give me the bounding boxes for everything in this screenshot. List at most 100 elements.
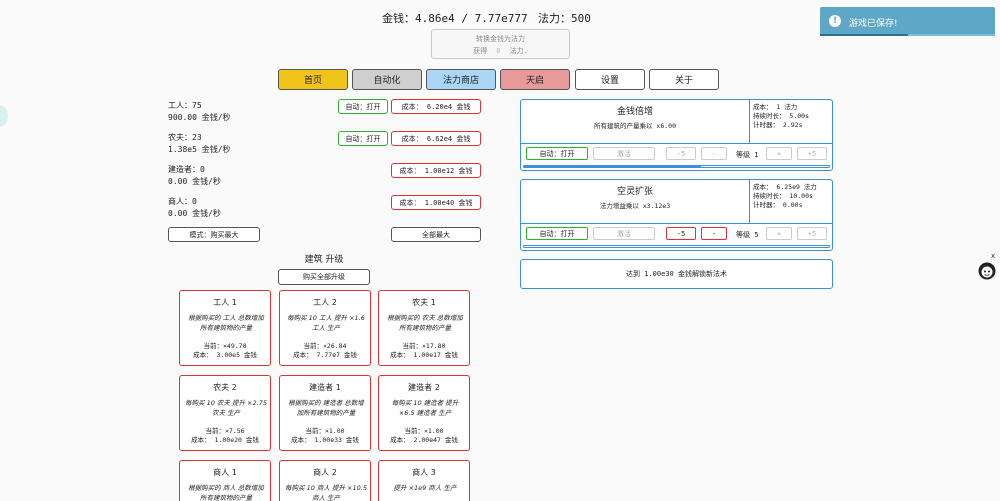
upgrades-title: 建筑 升级 xyxy=(304,255,344,265)
spell-level-minus-button[interactable]: - xyxy=(701,227,727,240)
upgrade-current: 当前：×1.00 xyxy=(404,427,444,435)
spell-level-minus5-button[interactable]: -5 xyxy=(666,147,696,160)
spell-level-minus-label: - xyxy=(711,229,717,238)
building-builder-rate: 0.00 金钱/秒 xyxy=(168,177,221,186)
helper-avatar-icon[interactable] xyxy=(978,262,996,280)
spell-level-value: 1 xyxy=(754,151,759,159)
building-farmer-cost-label: 成本： 6.62e4 金钱 xyxy=(401,134,471,143)
upgrade-current: 当前：×17.80 xyxy=(402,342,446,350)
close-icon[interactable]: x xyxy=(991,252,996,260)
building-farmer-auto-label: 自动：打开 xyxy=(345,134,381,143)
spell-divider xyxy=(749,180,750,223)
upgrade-name: 工人 1 xyxy=(213,298,237,307)
tab-apocalypse[interactable]: 天启 xyxy=(500,69,570,90)
buy-all-upgrades-button[interactable]: 购买全部升级 xyxy=(278,269,370,285)
spell-level-plus-button[interactable]: + xyxy=(766,147,792,160)
building-builder-cost-label: 成本： 1.00e12 金钱 xyxy=(399,166,473,175)
tab-apocalypse-label: 天启 xyxy=(525,76,544,86)
spell-timer: 计时器： 0.00s xyxy=(753,201,803,209)
upgrade-card[interactable]: 建造者 2 每购买 10 建造者 提升 ×6.5 建造者 生产 当前：×1.00… xyxy=(378,375,470,451)
building-worker-rate: 900.00 金钱/秒 xyxy=(168,113,231,122)
tab-home[interactable]: 首页 xyxy=(278,69,348,90)
spell-timer-bar xyxy=(523,165,830,168)
upgrade-cost: 成本： 2.00e47 金钱 xyxy=(390,436,458,444)
spell-level-plus5-label: +5 xyxy=(807,149,817,158)
spell-level-plus-button[interactable]: + xyxy=(766,227,792,240)
building-farmer-auto-button[interactable]: 自动：打开 xyxy=(338,131,388,146)
money-display: 金钱：4.86e4 / 7.77e777 xyxy=(382,10,528,26)
spell-timer-bar xyxy=(523,245,830,248)
upgrade-description: 根据购买的 农夫 总数增加所有建筑物的产量 xyxy=(387,314,463,332)
upgrade-description: 提升 ×1e9 商人 生产 xyxy=(393,484,457,492)
spell-divider xyxy=(521,143,832,144)
building-worker-auto-button[interactable]: 自动：打开 xyxy=(338,99,388,114)
convert-title: 转换金钱为法力 xyxy=(476,35,525,43)
spell-money-multiplier: 金钱倍增 所有建筑的产量乘以 x6.00 成本： 1 法力 持续时长： 5.00… xyxy=(520,99,833,171)
upgrade-current: 当前：×49.70 xyxy=(203,342,247,350)
spell-info: 成本： 6.25e9 法力 持续时长： 10.00s 计时器： 0.00s xyxy=(753,183,817,210)
upgrade-name: 商人 3 xyxy=(412,468,436,477)
spell-level: 等级 5 xyxy=(736,230,758,240)
spell-level-plus5-button[interactable]: +5 xyxy=(797,147,827,160)
info-icon: ! xyxy=(829,15,841,27)
spell-level-minus-label: - xyxy=(711,149,717,158)
upgrade-cost: 成本： 3.00e5 金钱 xyxy=(193,351,257,359)
tab-automation-label: 自动化 xyxy=(373,76,401,86)
spell-activate-button[interactable]: 激活 xyxy=(593,147,655,160)
spell-level-plus5-button[interactable]: +5 xyxy=(797,227,827,240)
upgrade-name: 工人 2 xyxy=(313,298,337,307)
spell-cost: 成本： 6.25e9 法力 xyxy=(753,183,817,191)
building-builder-buy-button[interactable]: 成本： 1.00e12 金钱 xyxy=(391,163,481,178)
spell-level-minus-button[interactable]: - xyxy=(701,147,727,160)
resource-header: 金钱：4.86e4 / 7.77e777 法力：500 xyxy=(0,10,1000,26)
building-merchant-buy-button[interactable]: 成本： 1.00e40 金钱 xyxy=(391,195,481,210)
save-toast[interactable]: ! 游戏已保存! xyxy=(820,7,995,36)
upgrade-cost: 成本： 1.00e17 金钱 xyxy=(390,351,458,359)
buy-all-max-label: 全部最大 xyxy=(422,230,450,239)
building-worker-auto-label: 自动：打开 xyxy=(345,102,381,111)
spell-auto-button[interactable]: 自动：打开 xyxy=(526,227,588,240)
spell-level-minus5-button[interactable]: -5 xyxy=(666,227,696,240)
upgrade-name: 农夫 2 xyxy=(213,383,237,392)
spell-description: 所有建筑的产量乘以 x6.00 xyxy=(594,122,676,130)
tab-settings[interactable]: 设置 xyxy=(575,69,645,90)
building-farmer-buy-button[interactable]: 成本： 6.62e4 金钱 xyxy=(391,131,481,146)
spell-level-plus-label: + xyxy=(776,149,782,158)
spell-divider xyxy=(749,100,750,143)
building-worker-count: 工人：75 xyxy=(168,101,202,110)
upgrade-description: 每购买 10 商人 提升 ×10.5 商人 生产 xyxy=(285,484,367,501)
upgrade-card[interactable]: 商人 2 每购买 10 商人 提升 ×10.5 商人 生产 xyxy=(279,460,371,501)
convert-gain-value: 0 xyxy=(496,47,501,55)
upgrade-card[interactable]: 商人 3 提升 ×1e9 商人 生产 xyxy=(378,460,470,501)
buy-mode-button[interactable]: 模式：购买最大 xyxy=(168,227,260,242)
upgrade-name: 建造者 1 xyxy=(309,383,341,392)
buy-all-max-button[interactable]: 全部最大 xyxy=(391,227,481,242)
building-farmer-count: 农夫：23 xyxy=(168,133,202,142)
spell-unlock-text: 达到 1.00e30 金钱解锁新法术 xyxy=(626,270,727,278)
convert-money-to-mana-button[interactable]: 转换金钱为法力 获得 0 法力. xyxy=(431,29,570,59)
spell-auto-button[interactable]: 自动：打开 xyxy=(526,147,588,160)
building-worker-buy-button[interactable]: 成本： 6.20e4 金钱 xyxy=(391,99,481,114)
money-value: 4.86e4 / 7.77e777 xyxy=(415,12,528,25)
tab-about[interactable]: 关于 xyxy=(649,69,719,90)
upgrade-cost: 成本： 1.00e33 金钱 xyxy=(291,436,359,444)
upgrade-name: 建造者 2 xyxy=(408,383,440,392)
building-merchant-count: 商人：0 xyxy=(168,197,197,206)
tab-mana-shop[interactable]: 法力商店 xyxy=(426,69,496,90)
upgrade-name: 农夫 1 xyxy=(412,298,436,307)
buy-mode-label: 模式：购买最大 xyxy=(189,230,239,239)
tab-mana-shop-label: 法力商店 xyxy=(442,76,479,86)
spell-timer: 计时器： 2.92s xyxy=(753,121,803,129)
upgrade-card[interactable]: 商人 1 根据购买的 商人 总数增加所有建筑物的产量 xyxy=(179,460,271,501)
spell-activate-button[interactable]: 激活 xyxy=(593,227,655,240)
tab-about-label: 关于 xyxy=(674,76,693,86)
tab-automation[interactable]: 自动化 xyxy=(352,69,422,90)
